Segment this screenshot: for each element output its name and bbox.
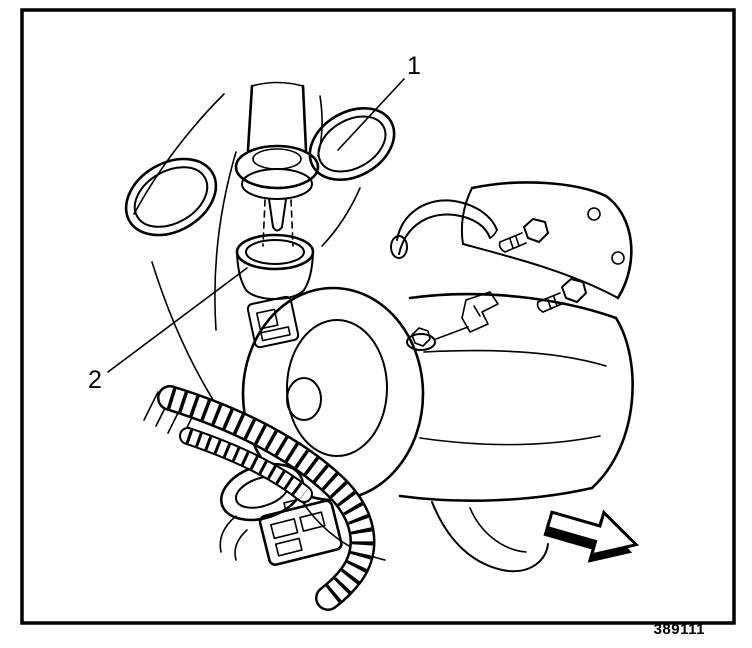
callout-1-leader [337,78,405,151]
outline-curve [133,93,225,215]
seal-ring-left [124,157,218,237]
wiring-harness [143,385,376,611]
cap-connector-body [246,295,300,349]
oring-outer [308,107,396,181]
oring-inner [317,115,387,173]
callout-2-label: 2 [88,366,102,394]
oring-outer [124,157,218,237]
solenoid-body-divider [462,243,619,299]
solenoid-bolt-2 [611,251,625,265]
connector-assembly [219,462,343,567]
tube-tip-end [272,226,283,232]
harness-core [159,387,373,609]
oring-inner [133,166,209,228]
housing-top-edge [408,292,618,320]
stud-shaft-bottom [542,302,565,313]
stud-hex-nut [523,218,549,243]
callout-2-leader [107,267,248,373]
bracket-outline [461,291,499,333]
nut-stud-line [435,326,469,340]
tube-tip-right [281,198,287,228]
tube-top-edge [251,81,304,87]
connector-slot-3 [274,537,303,557]
bracket-inner-curve [398,213,491,255]
cap-assembly [235,233,315,349]
seal-ring-right [308,107,396,181]
direction-arrow [543,509,640,563]
connector-slot-1 [270,518,299,540]
stud-tip [498,241,506,253]
nut-hex [411,327,431,347]
collar-bulge [241,168,313,200]
connector-wire-1 [219,515,237,553]
housing-seam-upper [423,349,607,367]
solenoid-end-cap [604,194,633,300]
cap-connector-slot-2 [260,326,291,342]
cap-rim-inner [245,239,305,265]
end-frame-inner [286,319,388,457]
collar-outer [234,144,320,190]
thread-mark [515,236,520,247]
hatch-line [143,391,159,421]
thread-mark [509,238,514,249]
thread-mark [547,299,552,310]
callout-1-label: 1 [407,52,421,80]
cap-side-left [236,253,247,291]
battery-cable-bracket [390,199,498,259]
callout-2: 2 [88,267,248,394]
stud-tip [536,301,544,313]
motor-bottom-curve [299,497,386,561]
tube-tip-left [268,198,274,228]
solenoid-bolt-1 [587,207,601,221]
housing-seam-lower [419,435,601,446]
thread-mark [553,296,558,307]
harness-bracket [461,291,499,333]
cap-connector [246,295,300,349]
stud-shaft-bottom [504,242,527,253]
terminal-stud-1 [498,218,549,253]
engine-outline [133,93,361,421]
stud-shaft-top [499,232,523,243]
mounting-flange [299,497,549,573]
hidden-line-left [262,199,266,247]
cap-side-right [303,253,314,291]
connector-slot-2 [299,511,326,532]
callout-1: 1 [337,52,421,151]
solenoid-top-edge [470,181,608,198]
cap-connector-slot [256,308,279,330]
bracket-eyelet [390,235,408,259]
solenoid [460,181,633,300]
bracket-slot [473,305,481,317]
outline-curve [321,187,361,247]
bracket-end [489,229,498,239]
end-frame-boss [286,377,322,421]
flange-outer-curve [431,501,549,573]
flange-inner-curve [469,507,527,553]
mounting-nut [406,326,469,351]
harness2-core [181,429,311,501]
tube-left-edge [246,84,254,152]
cap-rim-outer [235,233,315,271]
connector-housing [258,497,343,567]
filler-tube [234,81,320,247]
arrow-face [545,509,640,557]
hidden-line-right [290,199,294,247]
figure-number: 389111 [654,621,705,638]
nut-flange [406,333,436,351]
bracket-outer-curve [396,199,498,241]
tube-right-edge [301,84,308,152]
stud-hex-nut [561,278,587,303]
stud-shaft-top [537,292,561,303]
diagram-border [20,8,736,625]
housing-end-cap [590,316,634,490]
collar-inner [252,148,302,170]
housing-bottom-edge [398,486,594,502]
connector-wire-2 [234,529,248,561]
outline-curve [214,151,237,331]
terminal-stud-2 [536,278,587,313]
